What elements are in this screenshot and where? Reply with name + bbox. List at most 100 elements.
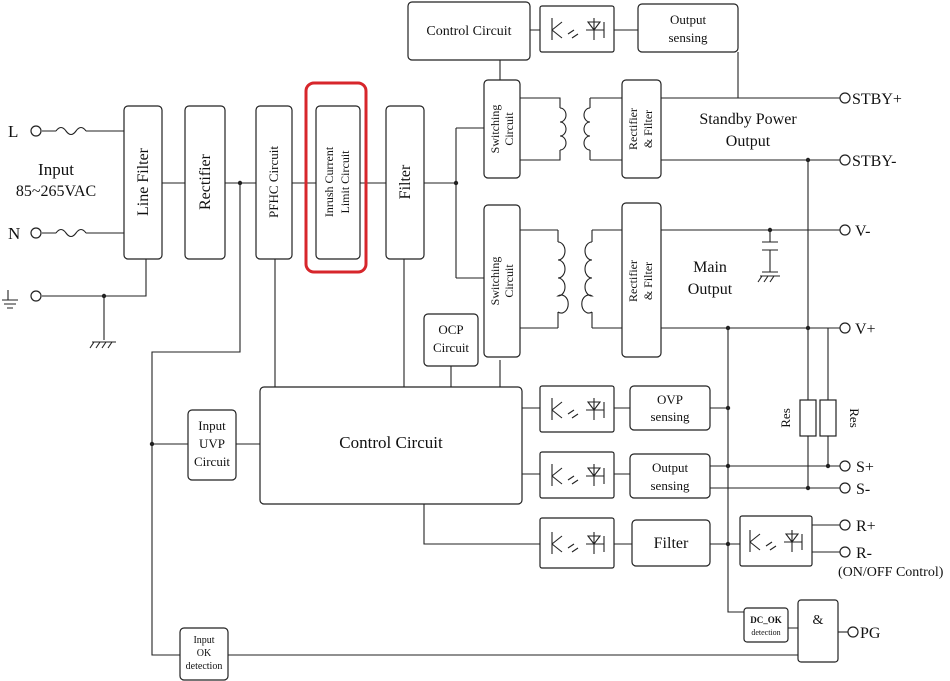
signal-filter-label: Filter	[654, 535, 689, 552]
input-uvp-l2: UVP	[199, 436, 225, 451]
res-right-label: Res	[847, 408, 862, 428]
output-terminals	[839, 92, 859, 638]
stby-plus-label: STBY+	[852, 91, 902, 108]
s-plus-label: S+	[856, 459, 874, 476]
standby-output-l1: Standby Power	[699, 111, 797, 128]
line-filter-label: Line Filter	[135, 147, 152, 216]
v-minus-label: V-	[855, 223, 870, 240]
dc-ok-l2: detection	[751, 628, 780, 637]
terminal-earth-icon	[30, 290, 42, 302]
terminal-pg-icon	[847, 626, 859, 638]
output-sensing-block: Output sensing	[629, 453, 711, 499]
res-left: Res	[778, 399, 817, 437]
signal-filter-block: Filter	[631, 519, 711, 567]
cap-ground-icon	[757, 275, 780, 283]
terminal-n-icon	[30, 227, 42, 239]
top-optocoupler-icon	[539, 5, 615, 53]
standby-switching-l1: Switching	[488, 105, 502, 154]
output-sensing-l2: sensing	[651, 478, 691, 493]
terminal-s-minus-icon	[839, 482, 851, 494]
input-ok-l3: detection	[186, 661, 223, 672]
ovp-optocoupler-icon	[539, 385, 615, 433]
v-plus-label: V+	[855, 321, 876, 338]
inrush-highlight-frame	[304, 81, 368, 274]
standby-rectifier-block: Rectifier & Filter	[621, 79, 662, 179]
terminal-v-plus-icon	[839, 322, 851, 334]
terminal-stby-plus-icon	[839, 92, 851, 104]
capacitor-icon	[762, 241, 778, 251]
output-sensing-top-l1: Output	[670, 12, 707, 27]
ocp-l1: OCP	[438, 322, 463, 337]
input-ok-l1: Input	[193, 635, 214, 646]
ground-symbols	[2, 275, 780, 349]
junction-dots	[101, 157, 831, 547]
top-control-circuit-label: Control Circuit	[426, 24, 511, 39]
wiring	[42, 29, 848, 656]
earth-ground-icon	[2, 290, 18, 309]
top-control-circuit-block: Control Circuit	[407, 1, 531, 61]
main-output-l1: Main	[693, 259, 727, 276]
stby-minus-label: STBY-	[852, 153, 896, 170]
output-sensing-optocoupler-icon	[539, 451, 615, 499]
standby-rectifier-l1: Rectifier	[626, 108, 640, 150]
input-uvp-block: Input UVP Circuit	[187, 409, 237, 481]
input-title: Input	[38, 160, 74, 179]
output-sensing-top-l2: sensing	[669, 30, 709, 45]
input-uvp-l3: Circuit	[194, 454, 230, 469]
ocp-l2: Circuit	[433, 340, 469, 355]
pfhc-label: PFHC Circuit	[266, 146, 281, 218]
n-fuse-icon	[55, 228, 87, 238]
ovp-sensing-block: OVP sensing	[629, 385, 711, 431]
terminal-s-plus-icon	[839, 460, 851, 472]
input-l-label: L	[8, 122, 18, 141]
main-transformer-icon	[556, 241, 594, 314]
inrush-label-line2: Limit Circuit	[338, 150, 352, 214]
standby-switching-block: Switching Circuit	[483, 79, 521, 179]
main-rectifier-block: Rectifier & Filter	[621, 202, 662, 358]
input-ok-detection-block: Input OK detection	[179, 627, 229, 681]
input-n-label: N	[8, 224, 20, 243]
dc-ok-detection-block: DC_OK detection	[743, 607, 789, 643]
input-ok-l2: OK	[197, 648, 212, 659]
terminal-r-minus-icon	[839, 546, 851, 558]
control-circuit-block: Control Circuit	[259, 386, 523, 505]
main-switching-l2: Circuit	[502, 264, 516, 298]
terminal-r-plus-icon	[839, 519, 851, 531]
rectifier-block: Rectifier	[184, 105, 226, 260]
main-output-l2: Output	[688, 281, 733, 298]
rectifier-label: Rectifier	[197, 153, 214, 210]
standby-output-l2: Output	[726, 133, 771, 150]
ovp-l1: OVP	[657, 392, 683, 407]
signal-optocoupler-icon	[539, 517, 615, 569]
standby-rectifier-l2: & Filter	[641, 110, 655, 148]
main-switching-block: Switching Circuit	[483, 204, 521, 358]
remote-optocoupler-icon	[739, 515, 813, 567]
inrush-label-line1: Inrush Current	[322, 146, 336, 217]
input-uvp-l1: Input	[198, 418, 226, 433]
terminal-stby-minus-icon	[839, 154, 851, 166]
l-fuse-icon	[55, 126, 87, 136]
s-minus-label: S-	[856, 481, 870, 498]
main-rectifier-l2: & Filter	[641, 262, 655, 300]
ovp-l2: sensing	[651, 409, 691, 424]
standby-switching-l2: Circuit	[502, 112, 516, 146]
standby-transformer-icon	[559, 98, 591, 160]
input-range: 85~265VAC	[16, 183, 96, 200]
output-sensing-top-block: Output sensing	[637, 3, 739, 53]
res-left-label: Res	[778, 408, 793, 428]
main-rectifier-l1: Rectifier	[626, 260, 640, 302]
ocp-block: OCP Circuit	[423, 313, 479, 367]
control-circuit-label: Control Circuit	[339, 433, 443, 452]
line-filter-block: Line Filter	[123, 105, 163, 260]
on-off-label: (ON/OFF Control)	[838, 565, 944, 580]
dc-ok-l1: DC_OK	[750, 615, 782, 625]
main-switching-l1: Switching	[488, 257, 502, 306]
chassis-ground-icon	[89, 341, 116, 349]
filter-block: Filter	[385, 105, 425, 260]
res-right: Res	[819, 399, 862, 437]
pg-label: PG	[860, 625, 881, 642]
input-terminals	[30, 125, 42, 302]
r-minus-label: R-	[856, 545, 872, 562]
